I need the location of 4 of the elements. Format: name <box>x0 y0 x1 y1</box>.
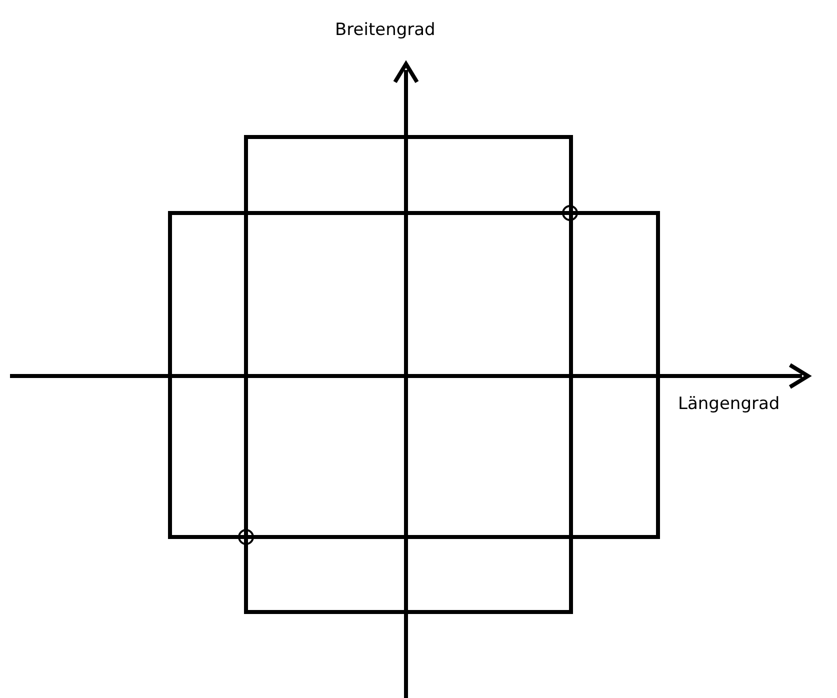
rectangle-outline <box>168 211 660 539</box>
axis-label: Breitengrad <box>335 19 436 42</box>
axis-label: Längengrad <box>678 393 780 416</box>
rectangle-outline <box>244 135 573 614</box>
